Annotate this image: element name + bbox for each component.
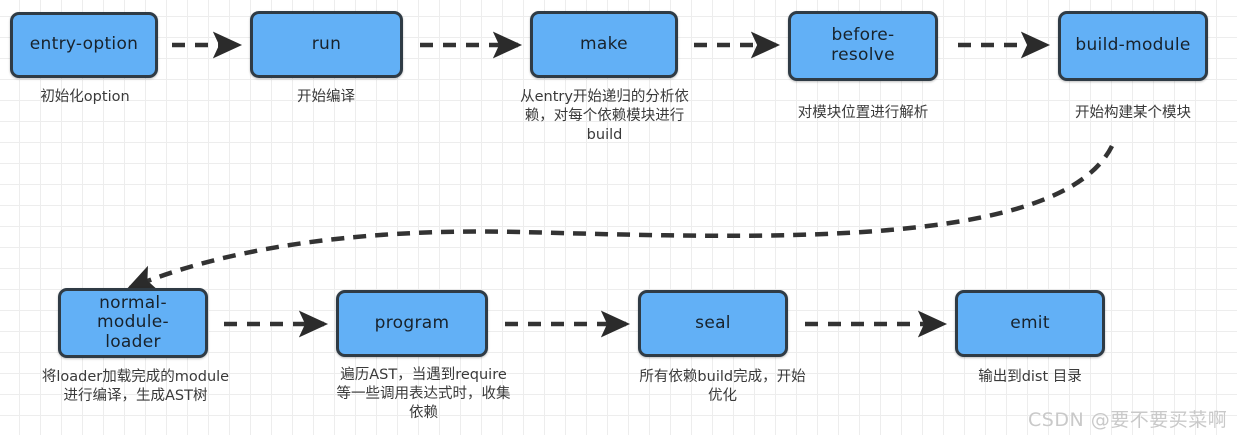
node-build-module[interactable]: build-module <box>1058 11 1208 81</box>
caption-run: 开始编译 <box>297 89 355 105</box>
csdn-watermark: CSDN @要不要买菜啊 <box>1028 409 1228 431</box>
node-entry-option[interactable]: entry-option <box>10 12 158 78</box>
node-before-resolve[interactable]: before- resolve <box>788 11 938 81</box>
node-emit[interactable]: emit <box>955 290 1105 357</box>
caption-emit: 输出到dist 目录 <box>978 369 1082 385</box>
node-label-build-module: build-module <box>1075 35 1191 56</box>
node-seal[interactable]: seal <box>638 290 788 357</box>
caption-make: 从entry开始递归的分析依 赖，对每个依赖模块进行 build <box>520 89 689 144</box>
node-label-entry-option: entry-option <box>29 34 139 55</box>
node-label-before-resolve: before- resolve <box>831 25 895 65</box>
node-label-make: make <box>580 33 628 54</box>
node-label-run: run <box>311 33 342 54</box>
node-make[interactable]: make <box>530 11 678 78</box>
caption-seal: 所有依赖build完成，开始 优化 <box>639 369 806 405</box>
caption-normal-module-loader: 将loader加载完成的module 进行编译，生成AST树 <box>41 369 230 405</box>
caption-program: 遍历AST，当遇到require 等一些调用表达式时，收集 依赖 <box>336 367 511 422</box>
node-normal-module-loader[interactable]: normal- module- loader <box>58 288 208 358</box>
node-run[interactable]: run <box>250 11 403 78</box>
node-label-normal-module-loader: normal- module- loader <box>97 292 169 352</box>
node-label-program: program <box>374 312 450 333</box>
edge-build-module-to-normal-module-loader <box>126 144 1115 291</box>
node-program[interactable]: program <box>336 290 488 357</box>
node-label-emit: emit <box>1010 312 1050 333</box>
caption-before-resolve: 对模块位置进行解析 <box>797 105 929 121</box>
caption-build-module: 开始构建某个模块 <box>1075 105 1191 121</box>
node-label-seal: seal <box>695 312 731 333</box>
caption-entry-option: 初始化option <box>40 89 130 105</box>
